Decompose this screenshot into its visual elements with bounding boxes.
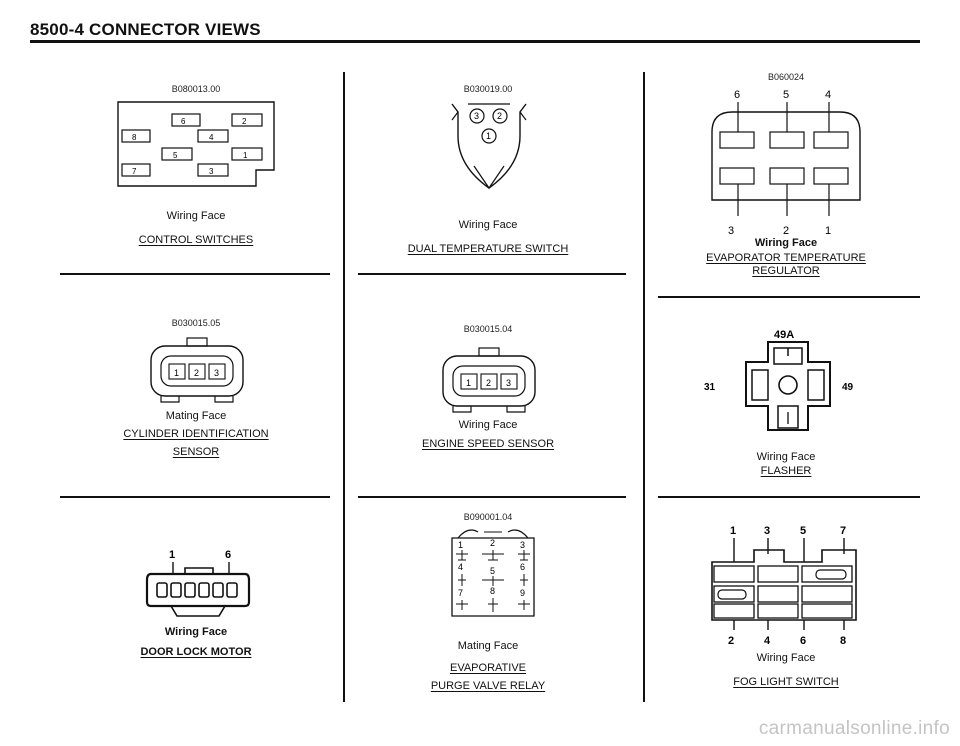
pin-label: 8 xyxy=(132,133,137,142)
pin-label: 3 xyxy=(506,378,511,388)
pin-label: 9 xyxy=(520,588,525,598)
row-divider xyxy=(60,496,330,498)
page-title: 8500-4 CONNECTOR VIEWS xyxy=(30,20,261,39)
connector-title: CONTROL SWITCHES xyxy=(138,234,254,246)
pin-label: 1 xyxy=(174,368,179,378)
connector-diagram: 49A 31 49 xyxy=(704,329,854,431)
part-code: B030019.00 xyxy=(463,84,513,94)
pin-label: 7 xyxy=(132,167,137,176)
pin-label: 7 xyxy=(458,588,463,598)
pin-label: 1 xyxy=(458,540,463,550)
pin-label: 8 xyxy=(490,586,495,596)
pin-label: 2 xyxy=(194,368,199,378)
part-code: B030015.04 xyxy=(463,324,513,334)
pin-label: 6 xyxy=(225,549,231,561)
face-label: Wiring Face xyxy=(754,237,818,249)
pin-label: 49A xyxy=(774,329,794,341)
pin-label: 3 xyxy=(214,368,219,378)
pin-label: 6 xyxy=(800,635,806,647)
face-label: Mating Face xyxy=(165,410,227,422)
pin-label: 4 xyxy=(764,635,771,647)
connector-diagram: 1 2 3 4 5 6 7 8 9 xyxy=(451,529,535,617)
connector-diagram: 3 2 1 xyxy=(451,103,527,190)
pin-label: 3 xyxy=(474,111,479,121)
part-code: B030015.05 xyxy=(171,318,221,328)
header-rule xyxy=(30,40,920,43)
part-code: B080013.00 xyxy=(171,84,221,94)
pin-label: 3 xyxy=(520,540,525,550)
face-label: Wiring Face xyxy=(164,626,228,638)
pin-label: 1 xyxy=(825,225,831,237)
connector-diagram: 1 3 5 7 2 4 6 8 xyxy=(711,525,857,647)
pin-label: 4 xyxy=(458,562,463,572)
pin-label: 5 xyxy=(783,89,789,101)
pin-label: 5 xyxy=(490,566,495,576)
connector-diagram: 6 2 8 4 5 1 7 3 xyxy=(117,101,275,187)
row-divider xyxy=(658,296,920,298)
pin-label: 4 xyxy=(825,89,831,101)
connector-title-line: EVAPORATIVE xyxy=(449,662,527,674)
pin-label: 3 xyxy=(728,225,734,237)
connector-diagram: 6 5 4 3 2 1 xyxy=(711,89,861,237)
connector-title-line: PURGE VALVE RELAY xyxy=(430,680,546,692)
row-divider xyxy=(658,496,920,498)
column-divider-1 xyxy=(343,72,345,702)
pin-label: 3 xyxy=(764,525,770,537)
face-label: Wiring Face xyxy=(458,219,518,231)
pin-label: 1 xyxy=(243,151,248,160)
pin-label: 6 xyxy=(520,562,525,572)
connector-title-line: EVAPORATOR TEMPERATURE xyxy=(706,252,866,264)
pin-label: 8 xyxy=(840,635,846,647)
row-divider xyxy=(358,496,626,498)
column-divider-2 xyxy=(643,72,645,702)
connector-title: ENGINE SPEED SENSOR xyxy=(421,438,555,450)
part-code: B090001.04 xyxy=(463,512,513,522)
face-label: Wiring Face xyxy=(756,451,816,463)
pin-label: 2 xyxy=(783,225,789,237)
pin-label: 5 xyxy=(173,151,178,160)
connector-title: FLASHER xyxy=(760,465,812,477)
pin-label: 49 xyxy=(842,382,854,393)
pin-label: 5 xyxy=(800,525,806,537)
face-label: Wiring Face xyxy=(166,210,226,222)
pin-label: 6 xyxy=(181,117,186,126)
connector-diagram: 1 6 xyxy=(145,549,251,617)
connector-title: DOOR LOCK MOTOR xyxy=(140,646,252,658)
pin-label: 1 xyxy=(169,549,175,561)
connector-title: FOG LIGHT SWITCH xyxy=(733,676,839,688)
pin-label: 2 xyxy=(497,111,502,121)
face-label: Mating Face xyxy=(457,640,519,652)
connector-title-line: CYLINDER IDENTIFICATION xyxy=(123,428,269,440)
pin-label: 4 xyxy=(209,133,214,142)
watermark: carmanualsonline.info xyxy=(758,718,950,739)
pin-label: 3 xyxy=(209,167,214,176)
pin-label: 2 xyxy=(728,635,734,647)
face-label: Wiring Face xyxy=(756,652,816,664)
connector-title-line: REGULATOR xyxy=(752,265,820,277)
pin-label: 2 xyxy=(490,538,495,548)
pin-label: 2 xyxy=(486,378,491,388)
connector-title-line: SENSOR xyxy=(172,446,220,458)
connector-diagram: 1 2 3 xyxy=(442,347,536,413)
part-code: B060024 xyxy=(767,72,805,82)
row-divider xyxy=(60,273,330,275)
connector-title: DUAL TEMPERATURE SWITCH xyxy=(407,243,569,255)
pin-label: 1 xyxy=(730,525,736,537)
face-label: Wiring Face xyxy=(458,419,518,431)
pin-label: 1 xyxy=(486,131,491,141)
pin-label: 6 xyxy=(734,89,740,101)
connector-diagram: 1 2 3 xyxy=(150,337,244,403)
pin-label: 31 xyxy=(704,382,716,393)
pin-label: 2 xyxy=(242,117,247,126)
row-divider xyxy=(358,273,626,275)
pin-label: 1 xyxy=(466,378,471,388)
pin-label: 7 xyxy=(840,525,846,537)
